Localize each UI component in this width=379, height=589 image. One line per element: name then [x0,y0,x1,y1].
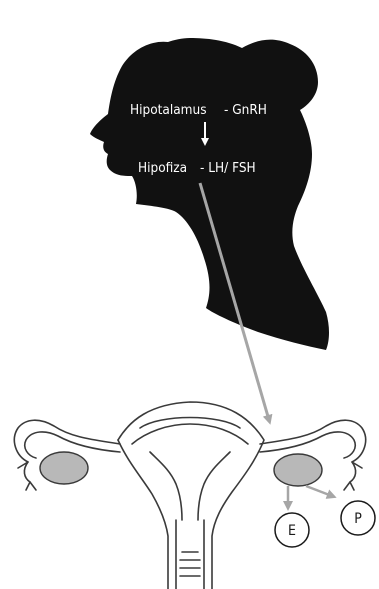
lh-fsh-label: - LH/ FSH [200,160,256,176]
estrogen-label: E [288,523,296,539]
uterus-diagram [14,402,365,589]
hypothalamus-label: Hipotalamus [130,102,207,118]
gnrh-label: - GnRH [224,102,267,118]
ovary-to-progesterone-arrow [306,486,332,496]
head-silhouette [90,38,329,350]
right-ovary [274,454,322,486]
progesterone-label: P [354,511,362,527]
left-ovary [40,452,88,484]
pituitary-label: Hipofiza [138,160,187,176]
